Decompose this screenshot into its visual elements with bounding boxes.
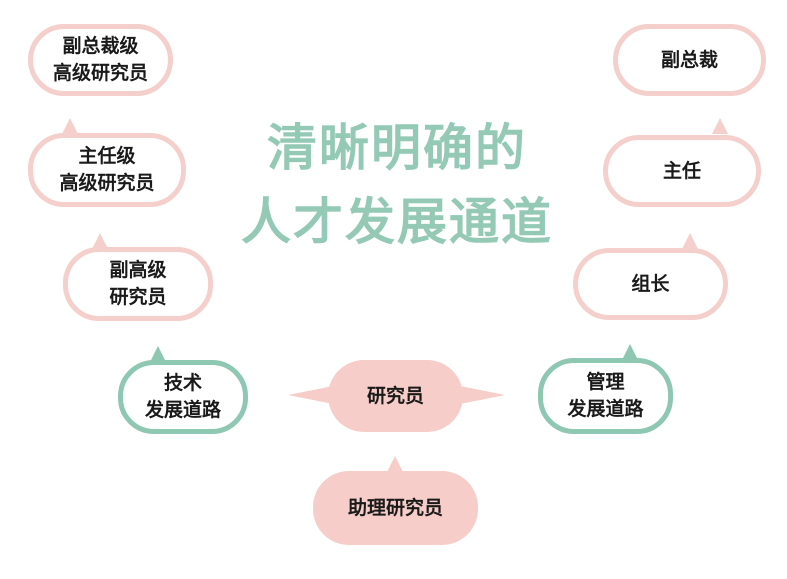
node-director: 主任 — [603, 135, 761, 207]
node-vp-senior-researcher: 副总裁级 高级研究员 — [28, 24, 173, 96]
node-associate-senior-researcher: 副高级 研究员 — [63, 247, 213, 321]
node-researcher: 研究员 — [328, 360, 463, 432]
arrow-left — [288, 385, 338, 405]
management-path-node: 管理 发展道路 — [538, 358, 673, 434]
technical-path-node: 技术 发展道路 — [118, 360, 248, 434]
arrow-tail — [622, 344, 638, 360]
arrow-tail — [387, 456, 403, 472]
node-assistant-researcher: 助理研究员 — [313, 471, 478, 545]
arrow-tail — [150, 346, 166, 362]
title-line-2: 人才发展通道 — [241, 193, 553, 251]
arrow-tail — [62, 118, 78, 134]
node-director-senior-researcher: 主任级 高级研究员 — [28, 133, 186, 207]
arrow-tail — [92, 233, 108, 249]
arrow-tail — [682, 233, 698, 249]
arrow-tail — [712, 118, 728, 134]
title-line-1: 清晰明确的 — [267, 119, 527, 177]
node-vice-president: 副总裁 — [613, 24, 766, 96]
arrow-right — [455, 385, 505, 405]
node-team-lead: 组长 — [573, 248, 728, 320]
